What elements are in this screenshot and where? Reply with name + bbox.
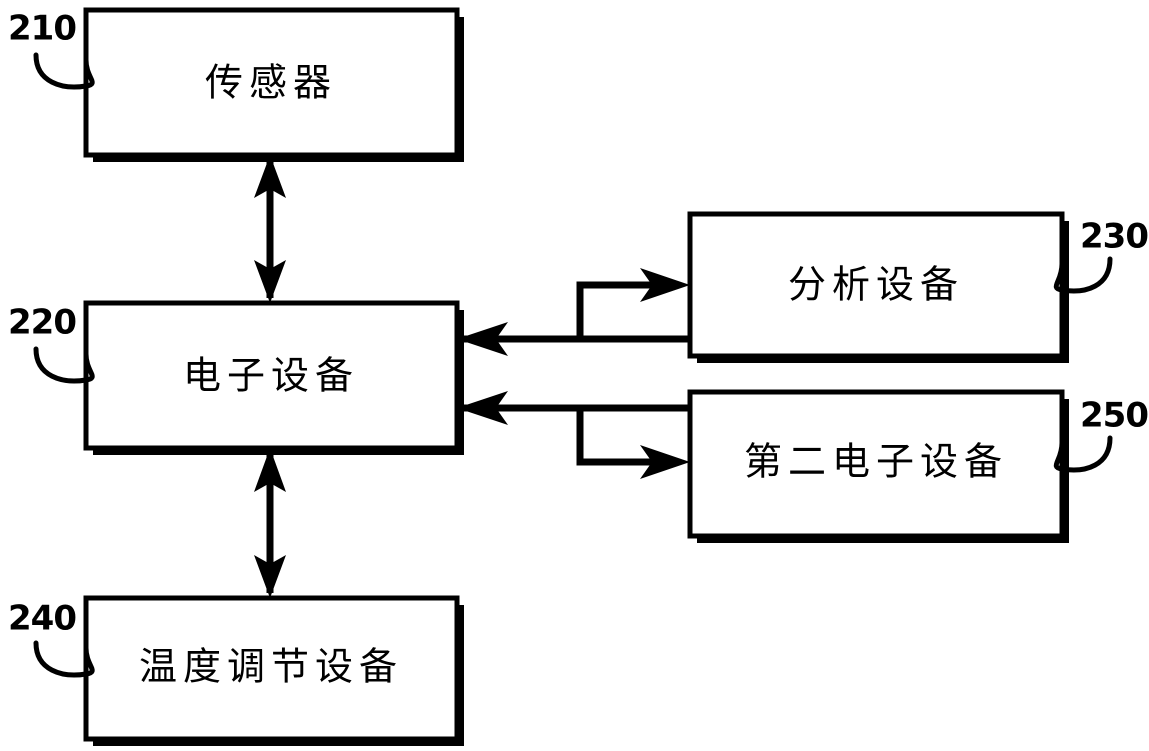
arrowhead-up-to-sensor [254,155,286,198]
arrowhead-down-to-temperature-regulator [254,555,286,598]
ref-leader-220: 220 [8,303,95,384]
connector-electronic-device-to-second-electronic-device-path [461,404,672,466]
block-240-label: 温度调节设备 [139,645,403,689]
ref-number-220: 220 [8,303,76,343]
block-210-rect [83,7,460,158]
block-230-label: 分析设备 [788,263,964,307]
block-250-second-electronic-device: 第二电子设备 [687,389,1069,543]
ref-leader-250: 250 [1053,396,1149,473]
block-230-analysis-device: 分析设备 [687,211,1069,363]
block-250-rect [687,389,1065,539]
connector-electronic-device-to-analysis-device-path [461,281,672,343]
arrowhead-down-to-electronic-device [254,260,286,303]
arrowhead-into-electronic-device-from-analysis [457,322,508,356]
block-220-label: 电子设备 [183,354,359,398]
block-220-electronic-device: 电子设备 [83,300,464,455]
connector-electronic-device-temperature-regulator [254,448,286,598]
connector-sensor-electronic-device [254,155,286,303]
block-210-label: 传感器 [205,61,337,105]
connector-electronic-device-to-analysis-device [461,268,690,343]
arrowhead-into-analysis-device [640,268,690,302]
arrowhead-into-electronic-device-from-second [457,391,508,425]
connector-second-electronic-device-to-electronic-device [457,391,690,425]
ref-number-210: 210 [8,9,76,49]
block-240-temperature-regulation-device: 温度调节设备 [83,595,464,746]
ref-number-240: 240 [8,599,76,639]
connector-electronic-device-to-second-electronic-device [461,404,690,479]
connector-analysis-device-to-electronic-device [457,322,690,356]
block-220-rect [83,300,460,451]
block-250-label: 第二电子设备 [744,440,1008,484]
ref-number-250: 250 [1080,396,1148,436]
ref-leader-line-250 [1053,435,1113,473]
ref-leader-230: 230 [1053,217,1149,294]
block-240-rect [83,595,460,742]
ref-leader-line-220 [33,346,95,384]
block-210-sensor: 传感器 [83,7,464,162]
ref-leader-line-240 [33,640,95,678]
ref-leader-line-230 [1053,256,1113,294]
ref-leader-210: 210 [8,9,95,90]
ref-leader-240: 240 [8,599,95,678]
arrowhead-into-second-electronic-device [640,445,690,479]
arrowhead-up-to-electronic-device [254,448,286,492]
ref-leader-line-210 [33,52,95,90]
ref-number-230: 230 [1080,217,1148,257]
